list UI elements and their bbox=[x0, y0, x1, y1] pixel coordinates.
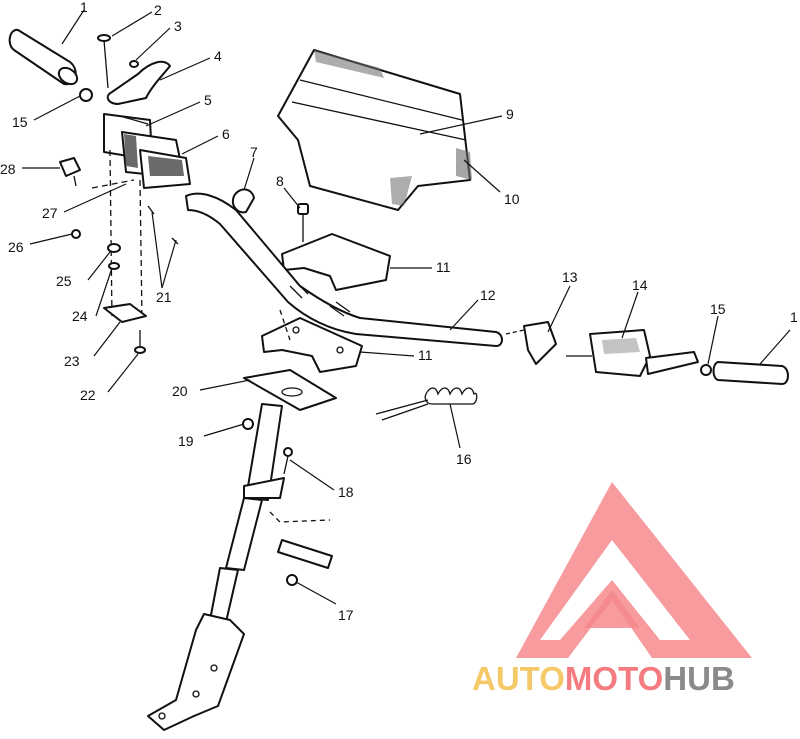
handlebar-pad bbox=[277, 49, 472, 211]
clamp-lower-holes bbox=[292, 326, 344, 354]
assembly-lines-left bbox=[91, 149, 143, 321]
callout-11b: 11 bbox=[418, 347, 433, 363]
callout-21: 21 bbox=[156, 289, 172, 305]
screws-21 bbox=[147, 205, 179, 245]
callout-19: 19 bbox=[178, 433, 194, 449]
steering-arm bbox=[147, 613, 245, 731]
leader-lines bbox=[22, 9, 791, 605]
grip-left bbox=[8, 28, 79, 86]
callout-28: 28 bbox=[0, 161, 16, 177]
mount-plate bbox=[103, 303, 147, 323]
brake-master-cylinder bbox=[566, 329, 699, 377]
nut-26 bbox=[71, 229, 81, 239]
watermark-text-auto: AUTO bbox=[472, 660, 565, 697]
callout-15b: 15 bbox=[710, 301, 726, 317]
callout-24: 24 bbox=[72, 308, 88, 324]
callout-15a: 15 bbox=[12, 114, 28, 130]
end-cap-left bbox=[79, 88, 93, 102]
callout-2: 2 bbox=[154, 2, 162, 18]
callout-5: 5 bbox=[204, 92, 212, 108]
callout-17: 17 bbox=[338, 607, 354, 623]
watermark-text-moto: MOTO bbox=[565, 660, 663, 697]
steering-plate bbox=[243, 369, 337, 411]
screw-22 bbox=[134, 330, 146, 354]
callout-27: 27 bbox=[42, 205, 58, 221]
clamp-bolt bbox=[297, 203, 309, 242]
callout-11a: 11 bbox=[436, 259, 451, 275]
callout-25: 25 bbox=[56, 273, 72, 289]
washer-24 bbox=[108, 262, 120, 270]
callout-7: 7 bbox=[250, 144, 258, 160]
clamp-upper bbox=[281, 233, 391, 291]
nut-19 bbox=[242, 418, 254, 430]
callout-10: 10 bbox=[504, 191, 520, 207]
cable-bracket bbox=[232, 188, 255, 214]
callout-labels: 1 2 3 4 5 6 7 8 9 10 11 11 12 13 14 15 1… bbox=[0, 0, 798, 623]
end-cap-right bbox=[700, 364, 712, 376]
callout-18: 18 bbox=[338, 484, 354, 500]
callout-3: 3 bbox=[174, 18, 182, 34]
heater-coil bbox=[375, 387, 478, 421]
callout-13: 13 bbox=[562, 269, 578, 285]
callout-20: 20 bbox=[172, 383, 188, 399]
callout-1b: 1 bbox=[790, 309, 798, 325]
callout-26: 26 bbox=[8, 239, 24, 255]
watermark-triangle-inner bbox=[540, 540, 690, 640]
watermark-text: AUTOMOTOHUB bbox=[472, 660, 735, 697]
spacer-17 bbox=[269, 511, 333, 586]
washer-25 bbox=[107, 243, 121, 253]
callout-4: 4 bbox=[214, 48, 222, 64]
clip bbox=[129, 60, 139, 68]
steering-post bbox=[209, 403, 285, 623]
bolt-18 bbox=[283, 447, 293, 475]
callout-12: 12 bbox=[480, 287, 496, 303]
callout-1a: 1 bbox=[80, 0, 88, 15]
callout-23: 23 bbox=[64, 353, 80, 369]
callout-9: 9 bbox=[506, 106, 514, 122]
handlebar-knurl bbox=[289, 281, 351, 317]
callout-8: 8 bbox=[276, 173, 284, 189]
watermark-text-hub: HUB bbox=[663, 660, 735, 697]
kill-switch bbox=[59, 157, 81, 187]
watermark-logo bbox=[516, 482, 752, 658]
watermark-triangle-notch bbox=[584, 590, 640, 628]
callout-22: 22 bbox=[80, 387, 96, 403]
callout-14: 14 bbox=[632, 277, 648, 293]
callout-6: 6 bbox=[222, 126, 230, 142]
grip-right bbox=[712, 361, 789, 385]
callout-16: 16 bbox=[456, 451, 472, 467]
pivot-pin bbox=[97, 34, 111, 89]
brake-bracket bbox=[523, 321, 557, 365]
throttle-lever bbox=[106, 60, 171, 105]
throttle-housing bbox=[103, 113, 191, 189]
